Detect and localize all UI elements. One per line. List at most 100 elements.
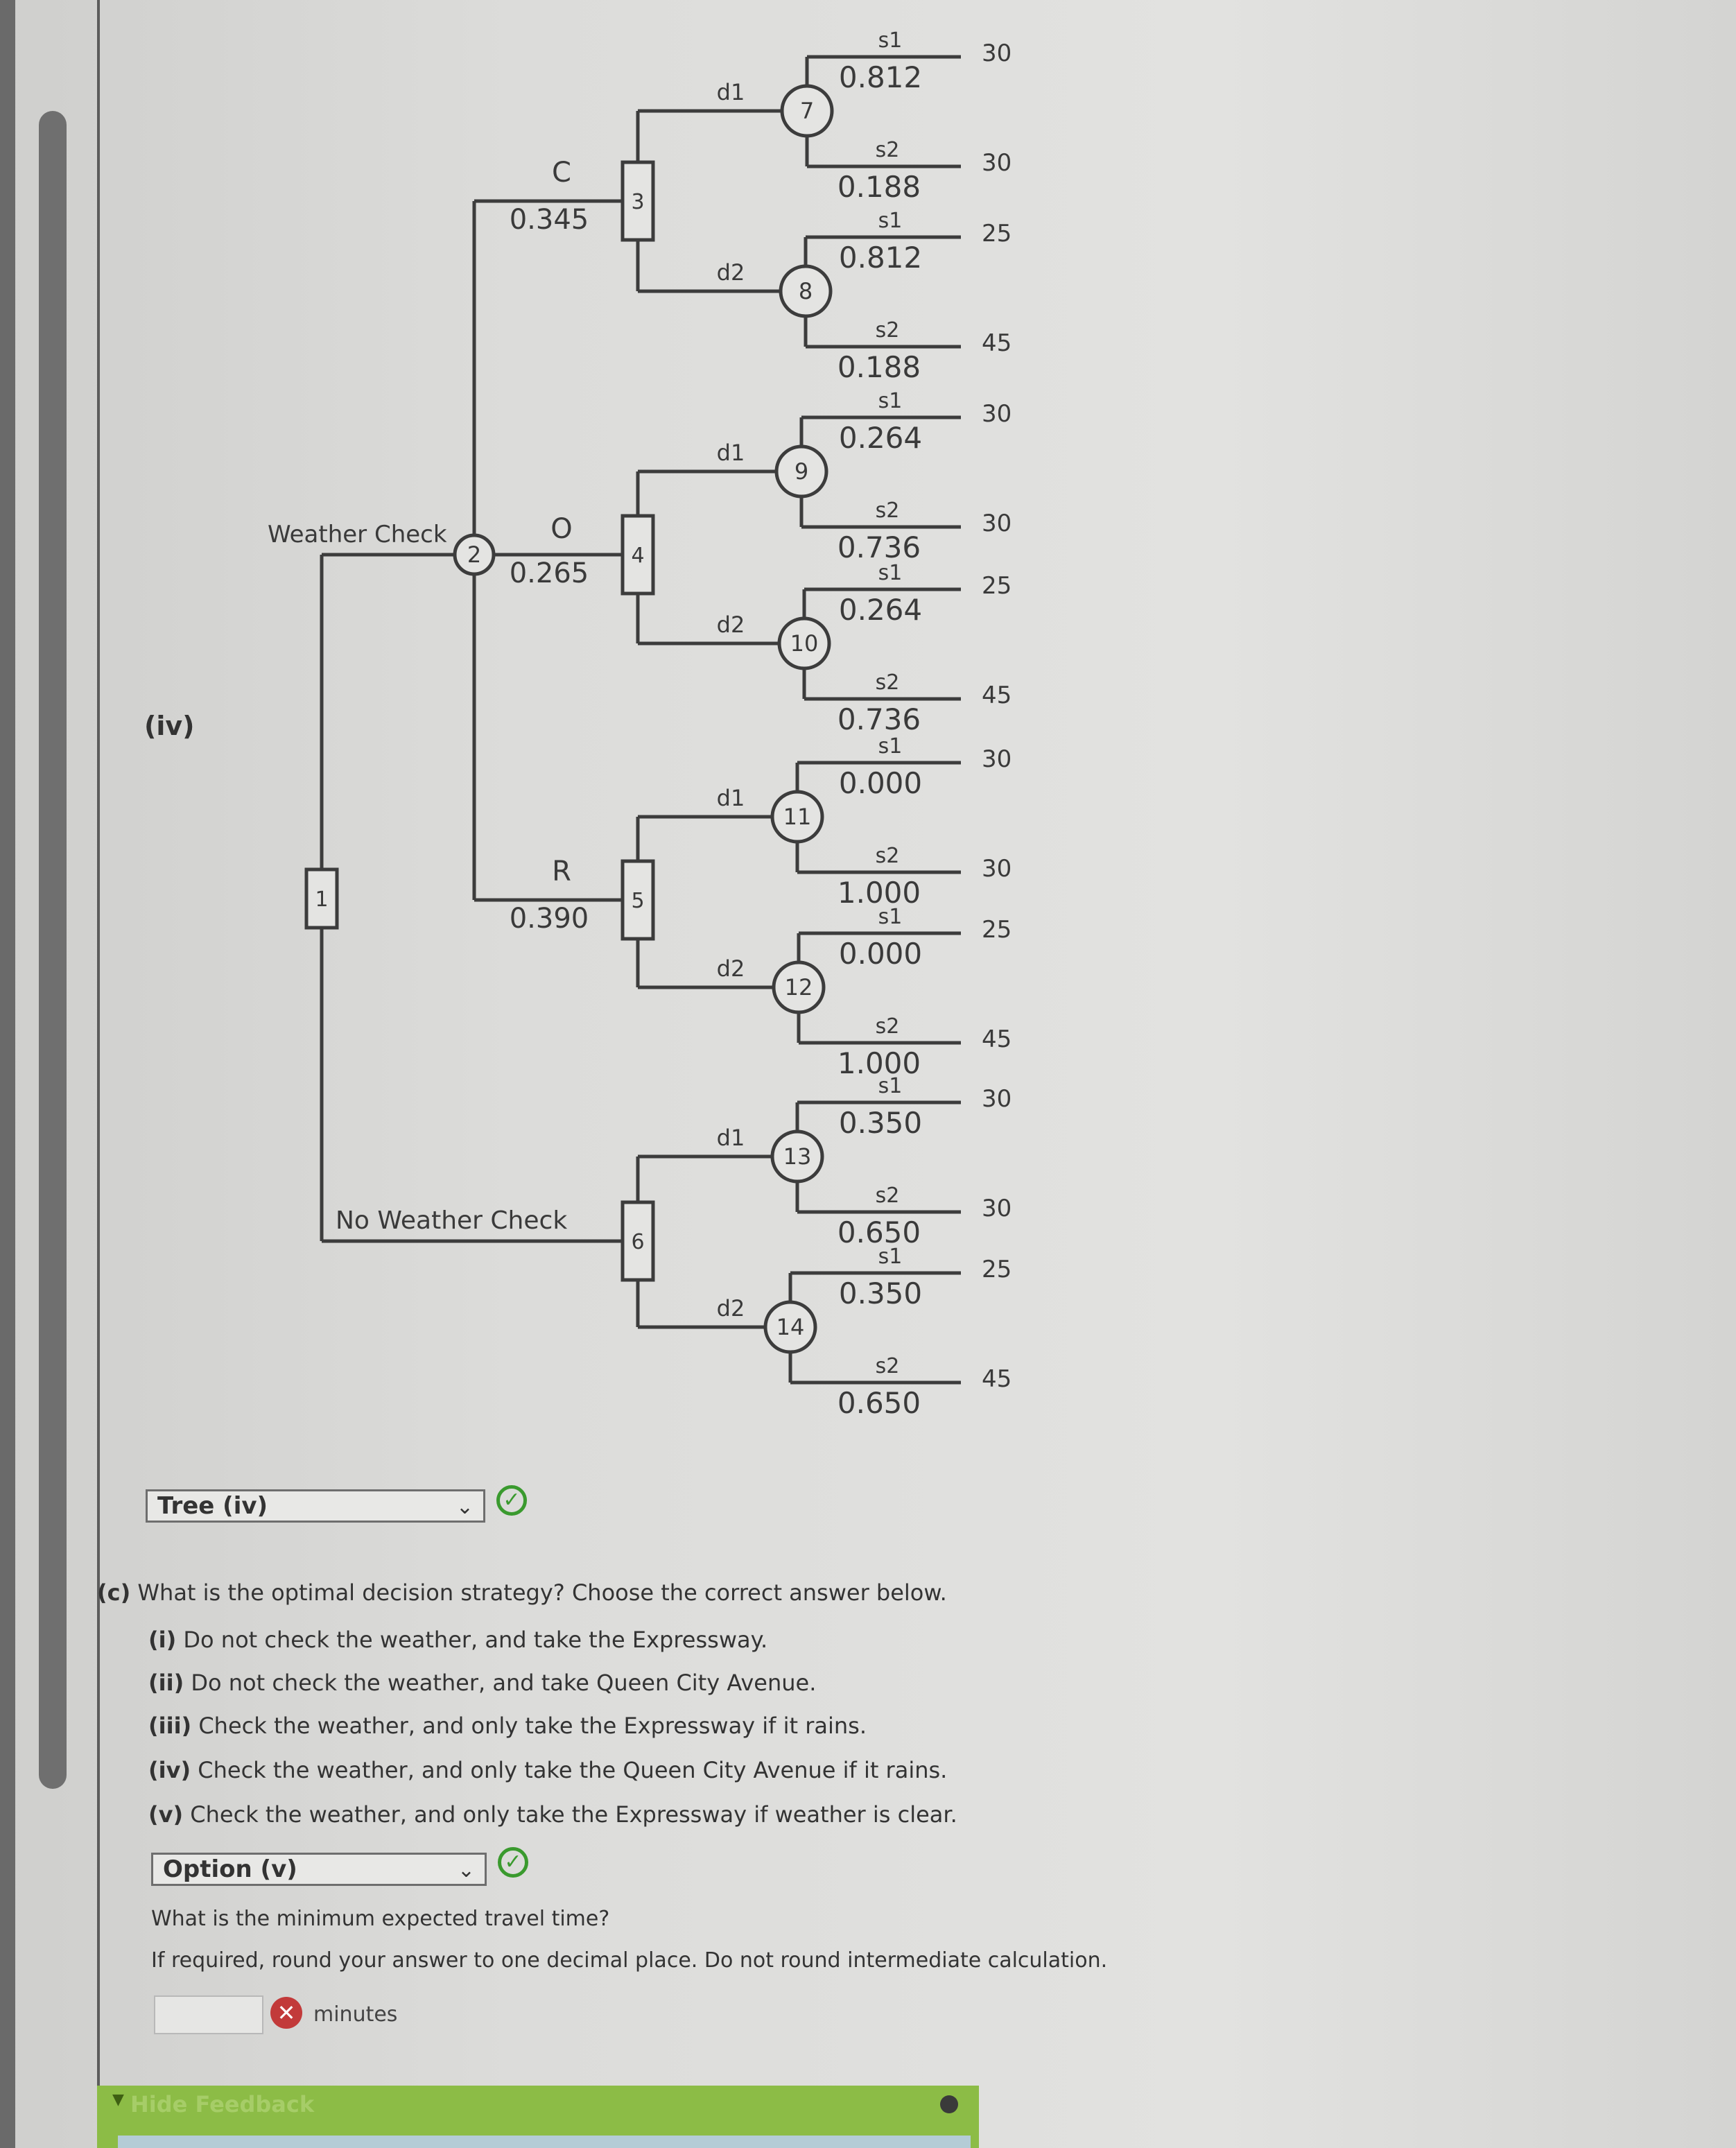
check-icon: ✓ — [498, 1847, 528, 1878]
question-c-text: What is the optimal decision strategy? C… — [137, 1579, 947, 1606]
payoff-value: 30 — [982, 149, 1012, 177]
decision-branch-label: d2 — [717, 612, 745, 638]
decision-node — [620, 514, 655, 596]
outcome-probability: 0.812 — [839, 60, 922, 94]
payoff-value: 25 — [982, 572, 1012, 600]
tree-select[interactable]: Tree (iv) ⌄ — [146, 1489, 485, 1523]
outcome-probability: 0.188 — [837, 350, 921, 384]
hide-feedback-link[interactable]: Hide Feedback — [130, 2091, 315, 2117]
decision-node — [304, 867, 339, 930]
outcome-probability: 0.350 — [839, 1276, 922, 1310]
question-c-prefix: (c) — [97, 1579, 131, 1606]
outcome-label: s1 — [878, 734, 903, 759]
option-text: Check the weather, and only take the Exp… — [190, 1801, 957, 1828]
outcome-label: s2 — [876, 138, 900, 162]
payoff-value: 30 — [982, 745, 1012, 773]
option-num: (iii) — [148, 1713, 192, 1739]
outcome-label: s1 — [878, 209, 903, 233]
payoff-value: 30 — [982, 1085, 1012, 1113]
chevron-down-icon: ⌄ — [457, 1858, 475, 1882]
outcome-label: s2 — [876, 499, 900, 523]
payoff-value: 45 — [982, 329, 1012, 357]
min-time-question: What is the minimum expected travel time… — [151, 1907, 610, 1931]
option-num: (ii) — [148, 1670, 184, 1696]
error-icon: ✕ — [270, 1997, 302, 2029]
option-item: (iii) Check the weather, and only take t… — [148, 1713, 867, 1739]
option-select[interactable]: Option (v) ⌄ — [151, 1853, 487, 1886]
outcome-probability: 0.736 — [837, 530, 921, 564]
outcome-probability: 0.650 — [837, 1386, 921, 1420]
outcome-label: s1 — [878, 1074, 903, 1098]
rounding-instruction: If required, round your answer to one de… — [151, 1948, 1108, 1973]
chance-node — [780, 84, 834, 138]
outcome-label: s2 — [876, 1354, 900, 1378]
chevron-down-icon: ⌄ — [455, 1495, 474, 1519]
outcome-label: s2 — [876, 844, 900, 868]
decision-branch-label: d1 — [717, 79, 745, 105]
feedback-panel — [118, 2136, 971, 2148]
tree-select-value: Tree (iv) — [157, 1492, 268, 1520]
outcome-label: s1 — [878, 1245, 903, 1269]
option-text: Do not check the weather, and take the E… — [183, 1627, 768, 1653]
option-item: (i) Do not check the weather, and take t… — [148, 1627, 767, 1653]
option-text: Check the weather, and only take the Que… — [198, 1757, 948, 1783]
payoff-value: 45 — [982, 1365, 1012, 1393]
forecast-probability: 0.345 — [510, 204, 589, 236]
chance-node — [453, 533, 496, 576]
payoff-value: 30 — [982, 1195, 1012, 1222]
weather-check-label: Weather Check — [268, 521, 447, 548]
outcome-label: s1 — [878, 28, 903, 53]
outcome-label: s1 — [878, 905, 903, 929]
option-num: (iv) — [148, 1757, 191, 1783]
decision-branch-label: d1 — [717, 1125, 745, 1151]
option-text: Do not check the weather, and take Queen… — [191, 1670, 817, 1696]
chance-node-label: 11 — [783, 804, 812, 830]
monitor-bezel — [0, 0, 15, 2148]
chance-node — [770, 1129, 824, 1184]
outcome-label: s2 — [876, 670, 900, 695]
decision-node-label: 6 — [631, 1230, 644, 1254]
scrollbar[interactable] — [39, 111, 67, 1789]
content-border — [97, 0, 100, 2148]
chance-node — [777, 616, 831, 670]
outcome-probability: 0.736 — [837, 702, 921, 736]
outcome-probability: 0.188 — [837, 170, 921, 204]
decision-node — [620, 859, 655, 941]
chance-node-label: 13 — [783, 1143, 812, 1170]
option-num: (i) — [148, 1627, 177, 1653]
payoff-value: 25 — [982, 220, 1012, 248]
forecast-label: C — [552, 157, 571, 189]
outcome-label: s2 — [876, 1014, 900, 1039]
outcome-probability: 0.000 — [839, 937, 922, 971]
payoff-value: 25 — [982, 916, 1012, 944]
option-item: (v) Check the weather, and only take the… — [148, 1801, 957, 1828]
min-time-input[interactable] — [154, 1995, 263, 2034]
decision-branch-label: d2 — [717, 1295, 745, 1322]
outcome-probability: 1.000 — [837, 876, 921, 910]
decision-branch-label: d2 — [717, 955, 745, 982]
payoff-value: 25 — [982, 1256, 1012, 1283]
no-weather-check-label: No Weather Check — [336, 1206, 567, 1235]
decision-node-label: 5 — [631, 889, 644, 913]
outcome-label: s2 — [876, 318, 900, 343]
outcome-probability: 0.000 — [839, 766, 922, 800]
chance-node-label: 9 — [795, 458, 808, 485]
pencil-icon[interactable] — [940, 2095, 958, 2113]
chance-node — [772, 960, 826, 1014]
option-item: (ii) Do not check the weather, and take … — [148, 1670, 816, 1696]
chance-node — [774, 444, 828, 499]
decision-node — [620, 160, 655, 242]
outcome-probability: 1.000 — [837, 1046, 921, 1080]
decision-node-label: 3 — [631, 190, 644, 214]
unit-label: minutes — [313, 2002, 398, 2027]
option-select-value: Option (v) — [163, 1855, 297, 1883]
decision-branch-label: d1 — [717, 440, 745, 466]
forecast-label: O — [550, 513, 572, 545]
chance-node-label: 8 — [799, 278, 813, 304]
outcome-label: s2 — [876, 1184, 900, 1208]
forecast-probability: 0.390 — [510, 903, 589, 935]
chance-node — [779, 264, 833, 318]
